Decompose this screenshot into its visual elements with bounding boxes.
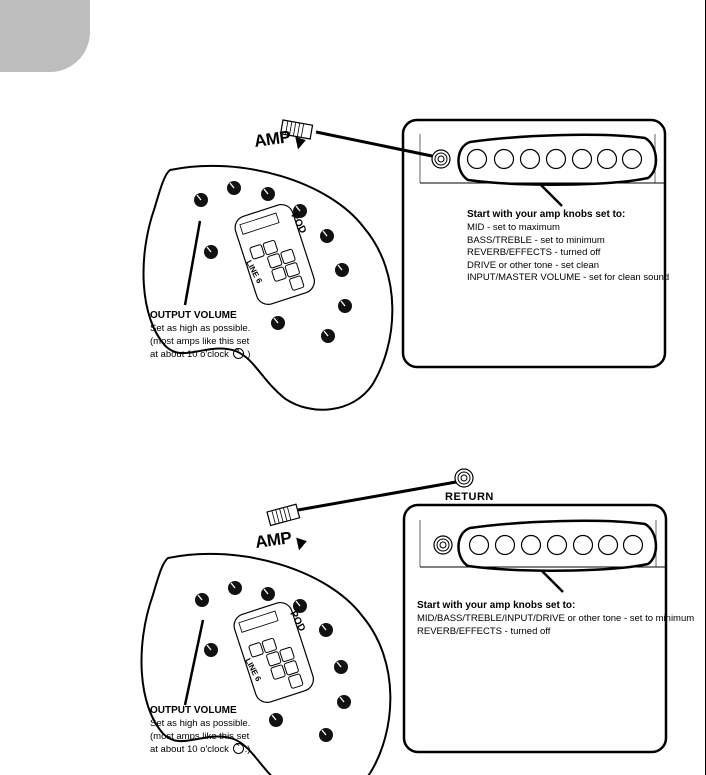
top-output-volume-note: OUTPUT VOLUME Set as high as possible. (… bbox=[150, 309, 250, 362]
top-setting-row: MID - set to maximum bbox=[467, 222, 560, 233]
bottom-amp-label: AMP bbox=[254, 528, 293, 552]
bottom-output-line-2: (most amps like this set bbox=[150, 730, 250, 742]
bottom-output-volume-note: OUTPUT VOLUME Set as high as possible. (… bbox=[150, 704, 250, 757]
bottom-output-line-1: Set as high as possible. bbox=[150, 718, 251, 729]
top-settings-block: Start with your amp knobs set to: MID - … bbox=[467, 208, 669, 285]
top-setting-row: INPUT/MASTER VOLUME - set for clean soun… bbox=[467, 272, 670, 284]
return-label: RETURN bbox=[445, 491, 494, 503]
bottom-settings-block: Start with your amp knobs set to: MID/BA… bbox=[417, 599, 694, 638]
clock-10-oclock-icon bbox=[232, 348, 244, 360]
top-output-line-3-end: .) bbox=[244, 349, 251, 361]
bottom-diagram: RETURN bbox=[123, 468, 668, 775]
return-jack-icon bbox=[454, 468, 474, 488]
top-setting-row: DRIVE or other tone - set clean bbox=[467, 259, 600, 271]
bottom-setting-row: REVERB/EFFECTS - turned off bbox=[417, 625, 551, 637]
bottom-output-pointer bbox=[183, 619, 205, 706]
top-setting-row: REVERB/EFFECTS - turned off bbox=[467, 247, 601, 259]
bottom-amp-input-jack-icon bbox=[433, 535, 453, 555]
top-amp-cabinet bbox=[401, 118, 667, 369]
bottom-setting-row: MID/BASS/TREBLE/INPUT/DRIVE or other ton… bbox=[417, 613, 695, 624]
bottom-output-line-3: at about 10 o'clock bbox=[150, 744, 229, 756]
bottom-right-arrow-icon bbox=[296, 537, 307, 551]
top-amp-input-jack-icon bbox=[431, 149, 451, 169]
bottom-cable bbox=[297, 480, 457, 512]
top-setting-row: BASS/TREBLE - set to minimum bbox=[467, 234, 605, 246]
bottom-output-volume-title: OUTPUT VOLUME bbox=[150, 705, 237, 716]
top-output-volume-title: OUTPUT VOLUME bbox=[150, 310, 237, 321]
bottom-callout-pointer bbox=[541, 570, 564, 593]
bottom-output-line-3-end: .) bbox=[244, 744, 251, 756]
top-output-line-3: at about 10 o'clock bbox=[150, 349, 229, 361]
top-output-line-1: Set as high as possible. bbox=[150, 323, 251, 334]
top-output-pointer bbox=[183, 220, 202, 306]
top-settings-heading: Start with your amp knobs set to: bbox=[467, 209, 626, 220]
top-knob-highlight bbox=[457, 133, 658, 186]
top-callout-pointer bbox=[540, 184, 563, 207]
bottom-knob-highlight bbox=[457, 519, 658, 572]
top-pod-panel bbox=[234, 203, 315, 305]
top-diagram: POD LINE 6 AMP bbox=[125, 118, 667, 420]
top-cable bbox=[315, 130, 433, 158]
top-amp-plug-icon bbox=[279, 119, 314, 140]
bottom-settings-heading: Start with your amp knobs set to: bbox=[417, 600, 576, 611]
top-amp-label: AMP bbox=[253, 127, 292, 151]
top-right-arrow-icon bbox=[295, 136, 306, 150]
clock-10-oclock-icon bbox=[232, 743, 244, 755]
chapter-tab bbox=[0, 0, 90, 72]
bottom-amp-plug-icon bbox=[266, 503, 301, 527]
top-output-line-2: (most amps like this set bbox=[150, 335, 250, 347]
bottom-pod-panel bbox=[233, 601, 314, 703]
